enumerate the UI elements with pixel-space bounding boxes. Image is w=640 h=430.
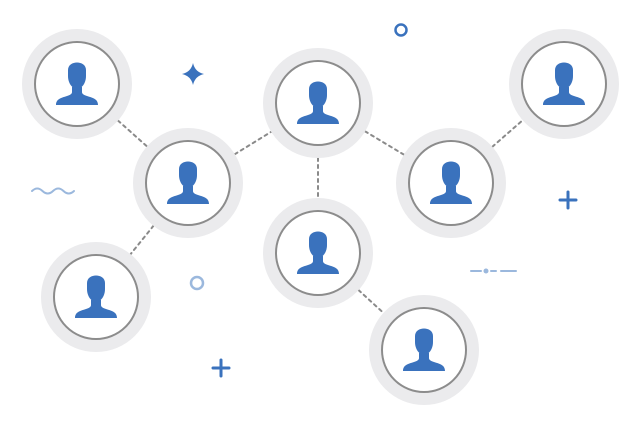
connector-line [233,130,273,156]
connector-line [117,119,148,148]
sparkle-icon [182,63,204,85]
user-icon [543,62,585,105]
user-icon [297,81,339,124]
wave-icon [31,187,75,195]
user-node [369,295,479,405]
user-icon [430,161,472,204]
ring-icon [394,23,408,37]
dash-dot-icon [470,268,517,274]
plus-icon [558,190,578,210]
user-icon [403,328,445,371]
user-node [396,128,506,238]
user-node [263,48,373,158]
ring-icon [189,275,205,291]
plus-icon [211,358,231,378]
user-icon [56,62,98,105]
user-icon [75,275,117,318]
connector-line [129,224,155,256]
connector-line [357,289,385,314]
user-node [22,29,132,139]
user-node [263,198,373,308]
user-icon [297,231,339,274]
user-node [41,242,151,352]
connections [117,119,524,314]
user-node [133,128,243,238]
user-node [509,29,619,139]
connector-line [491,119,524,148]
user-nodes [22,29,619,405]
connector-line [364,130,405,156]
user-icon [167,161,209,204]
decorations [31,23,578,378]
